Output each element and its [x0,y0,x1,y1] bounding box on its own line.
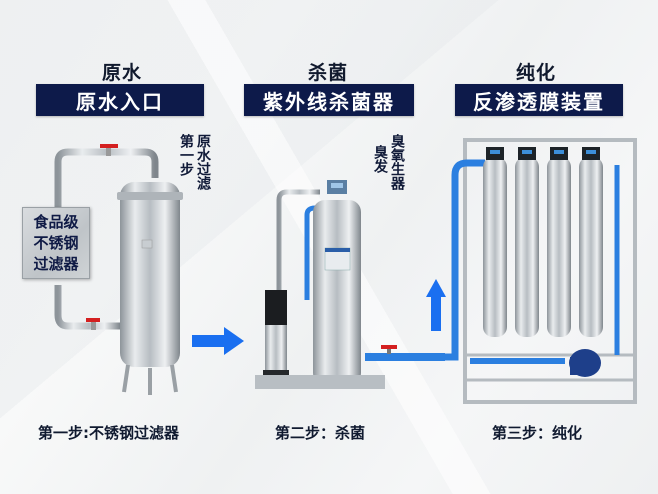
arrow-right-icon [192,327,244,355]
stage-3-header-box: 反渗透膜装置 [455,84,623,116]
arrow-up-icon [426,279,446,331]
step-1-label: 第一步:不锈钢过滤器 [38,424,179,442]
step-3-label: 第三步：纯化 [492,424,583,442]
stage-2-title: 杀菌 [307,62,348,84]
uv-sterilizer-illustration [255,180,445,389]
stage-2-side-label-b: 臭发 [372,145,388,173]
reverse-osmosis-illustration [445,138,637,404]
sign-line-1: 食品级 [33,212,79,231]
stage-1-header-box: 原水入口 [36,84,204,116]
stage-1-title: 原水 [101,62,142,84]
stainless-filter-illustration [54,144,183,395]
stage-2-side-label-a: 臭氧生器 [389,134,405,190]
stage-1-side-label-b: 第一步 [178,134,194,176]
food-grade-filter-sign: 食品级 不锈钢 过滤器 [22,207,90,279]
stage-1-side-label-a: 原水过滤 [195,134,211,190]
stage-3-title: 纯化 [515,62,556,84]
sign-line-2: 不锈钢 [33,233,79,252]
step-2-label: 第二步：杀菌 [275,424,366,442]
stage-2-header-box: 紫外线杀菌器 [244,84,414,116]
sign-line-3: 过滤器 [33,254,79,273]
